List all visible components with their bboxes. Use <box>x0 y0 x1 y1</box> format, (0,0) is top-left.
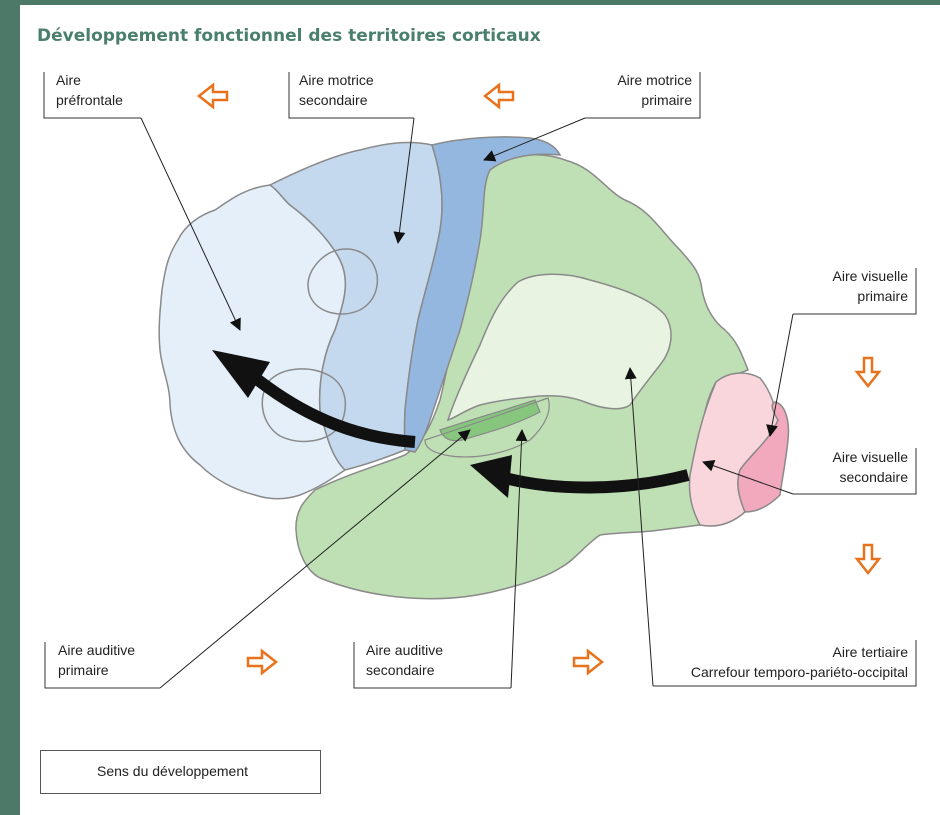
label-tertiary: Aire tertiaire Carrefour temporo-pariéto… <box>690 644 908 680</box>
leader-auditory-primary <box>159 429 471 689</box>
secondary-auditory-outline <box>424 397 550 458</box>
label-frame-auditory-primary <box>44 642 160 689</box>
label-frame-visual-secondary <box>793 448 917 495</box>
label-frame-prefrontal <box>43 72 141 119</box>
development-arrow-occipital-head <box>470 455 512 498</box>
direction-arrow-icon <box>855 543 881 575</box>
label-frame-visual-primary <box>793 268 917 315</box>
leader-prefrontal <box>140 117 241 331</box>
leader-visual-primary <box>766 313 794 437</box>
label-frame-tertiary <box>653 640 917 687</box>
label-motor-secondary: Aire motrice secondaire <box>299 72 374 108</box>
leader-visual-secondary <box>702 460 794 495</box>
label-frame-motor-primary <box>585 72 701 119</box>
tertiary-association-area <box>446 273 672 422</box>
legend-label: Sens du développement <box>97 763 248 779</box>
leader-tertiary-line <box>624 367 654 687</box>
leader-motor-secondary <box>393 117 415 244</box>
prefrontal-inner-circle-upper <box>307 248 379 315</box>
legend-box <box>40 750 321 794</box>
label-visual-secondary: Aire visuelle secondaire <box>832 449 908 485</box>
primary-motor-area <box>403 136 562 453</box>
direction-arrow-icon <box>246 649 278 675</box>
prefrontal-area <box>158 184 347 500</box>
label-visual-primary: Aire visuelle primaire <box>832 268 908 304</box>
label-auditory-primary: Aire auditive primaire <box>58 642 136 678</box>
leader-motor-primary <box>483 117 586 162</box>
development-arrow-frontal <box>254 375 416 448</box>
label-auditory-secondary: Aire auditive secondaire <box>366 642 444 678</box>
label-prefrontal: Aire préfrontale <box>56 72 123 108</box>
direction-arrow-icon <box>483 83 515 109</box>
leader-auditory-secondary <box>510 429 528 689</box>
diagram-title: Développement fonctionnel des territoire… <box>37 26 541 46</box>
direction-arrow-icon <box>572 649 604 675</box>
label-motor-primary: Aire motrice primaire <box>617 72 692 108</box>
label-frame-motor-secondary <box>288 72 414 119</box>
label-frame-auditory-secondary <box>353 642 511 689</box>
direction-arrow-icon <box>197 83 229 109</box>
development-arrow-frontal-head <box>212 350 270 398</box>
direction-arrow-icon <box>855 356 881 388</box>
development-arrow-occipital <box>503 469 690 494</box>
